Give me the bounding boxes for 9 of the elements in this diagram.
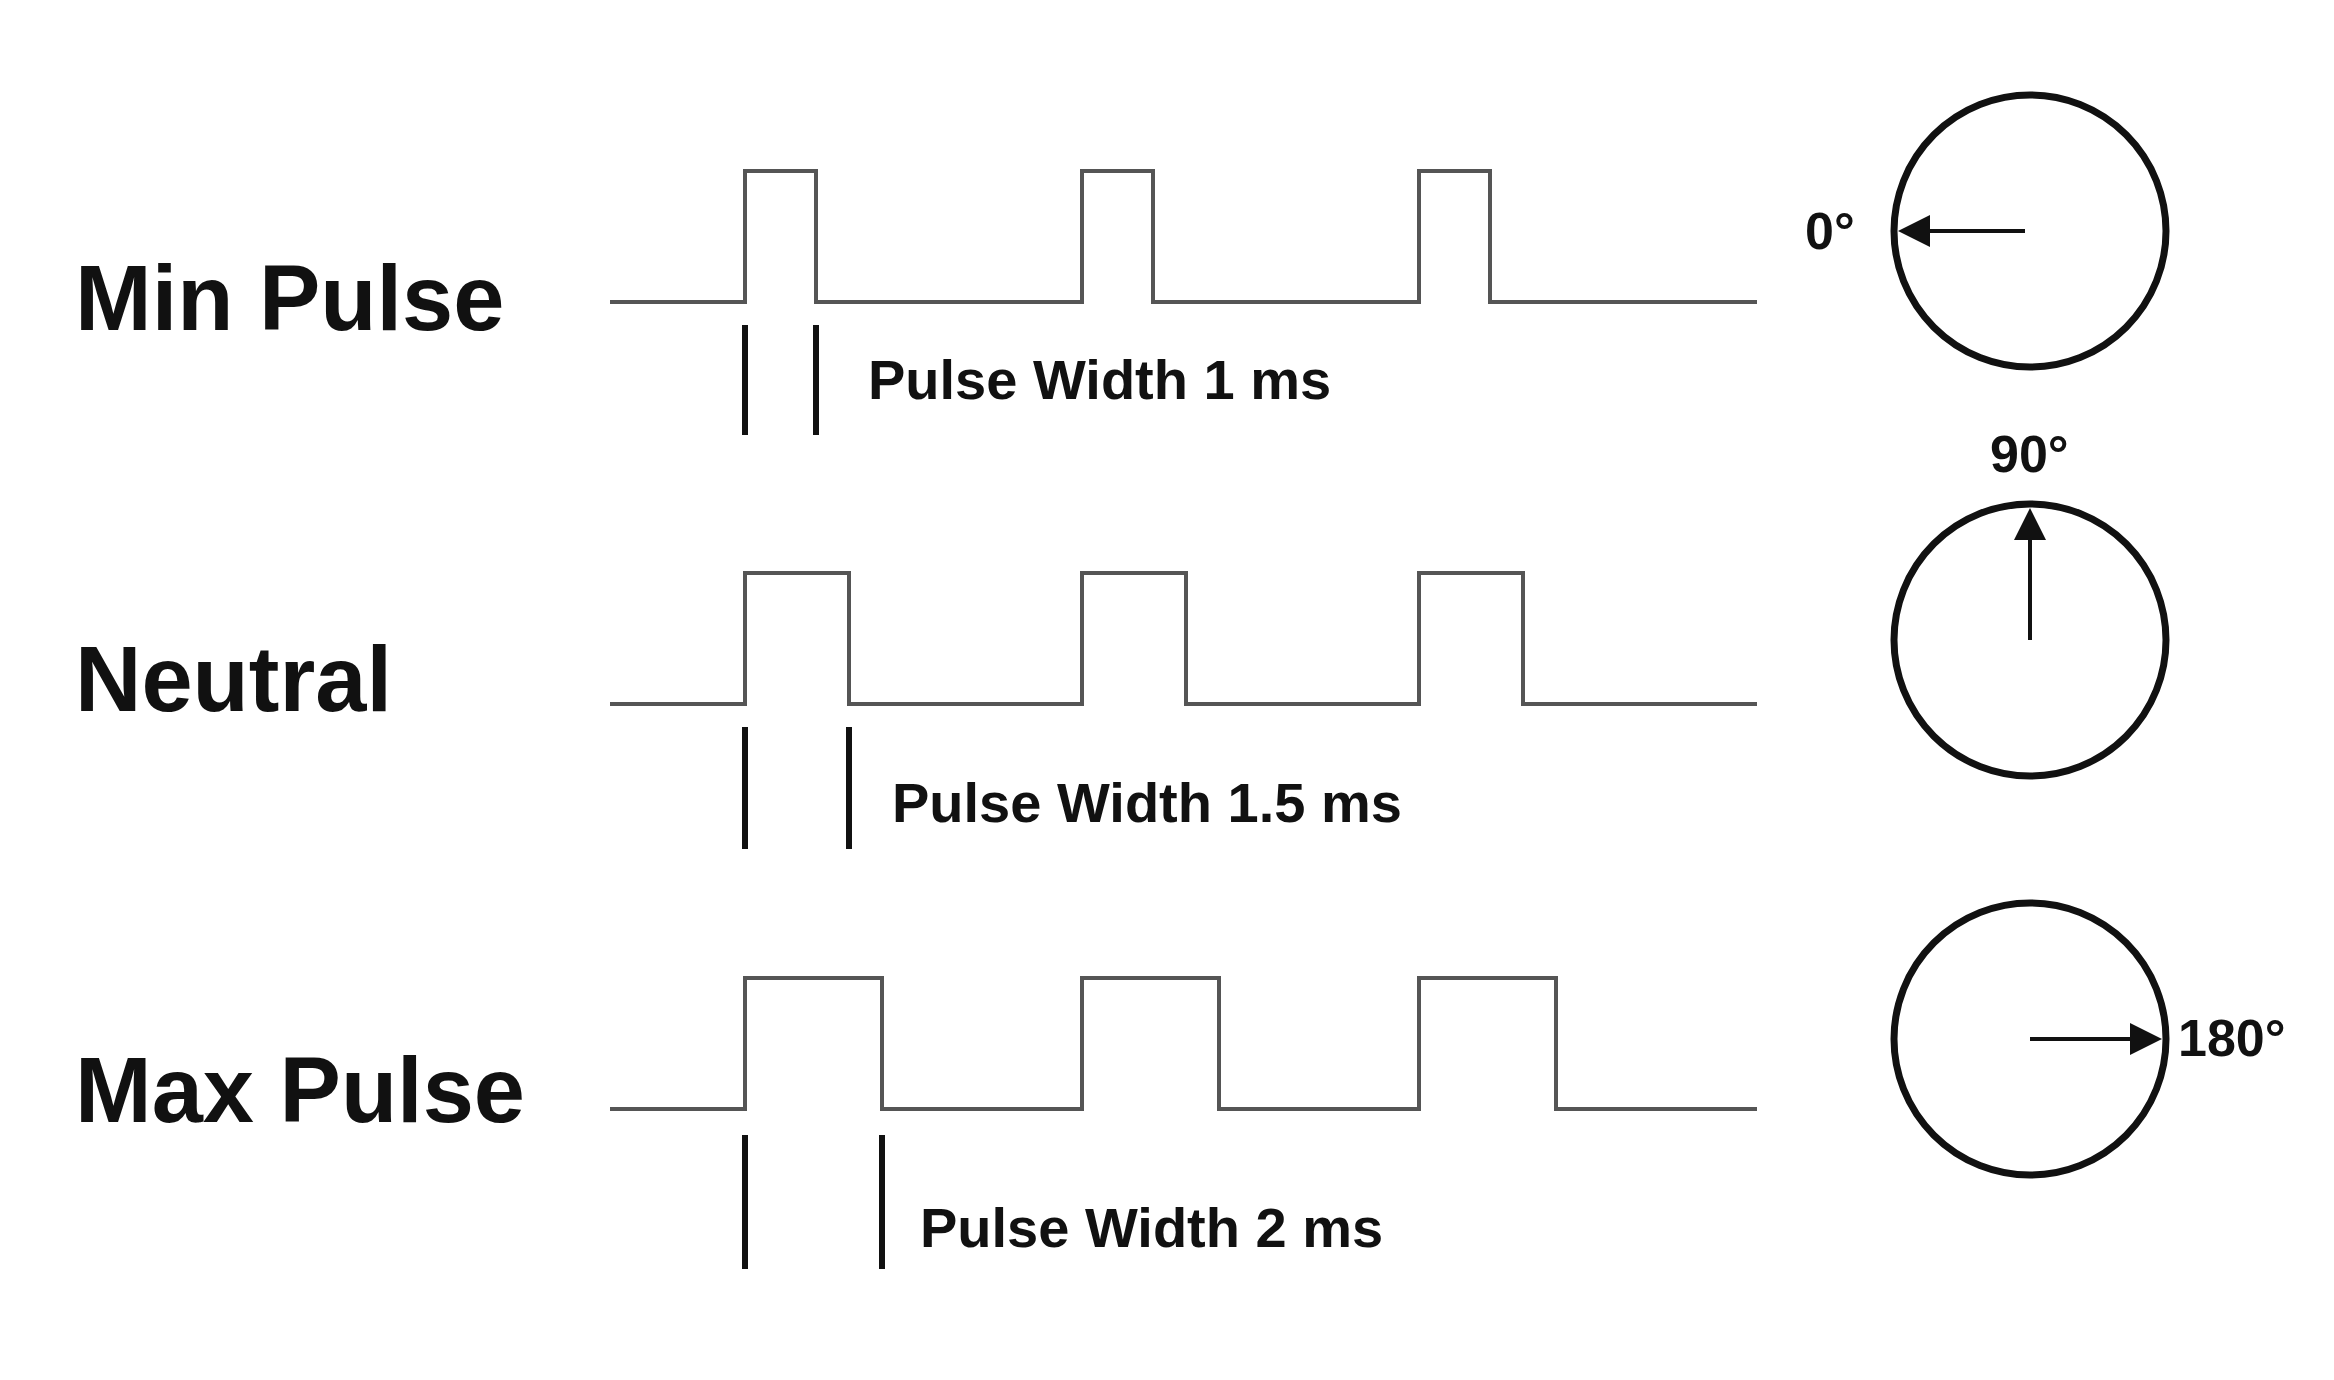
angle-label: 0°: [1805, 205, 1855, 257]
angle-label: 180°: [2178, 1012, 2286, 1064]
waveform-title: Min Pulse: [75, 252, 505, 344]
angle-label: 90°: [1990, 428, 2069, 480]
pulse-width-label: Pulse Width 1 ms: [868, 352, 1332, 408]
pulse-width-label: Pulse Width 1.5 ms: [892, 775, 1402, 831]
waveform-title: Max Pulse: [75, 1044, 525, 1136]
waveform-title: Neutral: [75, 633, 392, 725]
pulse-width-label: Pulse Width 2 ms: [920, 1200, 1384, 1256]
